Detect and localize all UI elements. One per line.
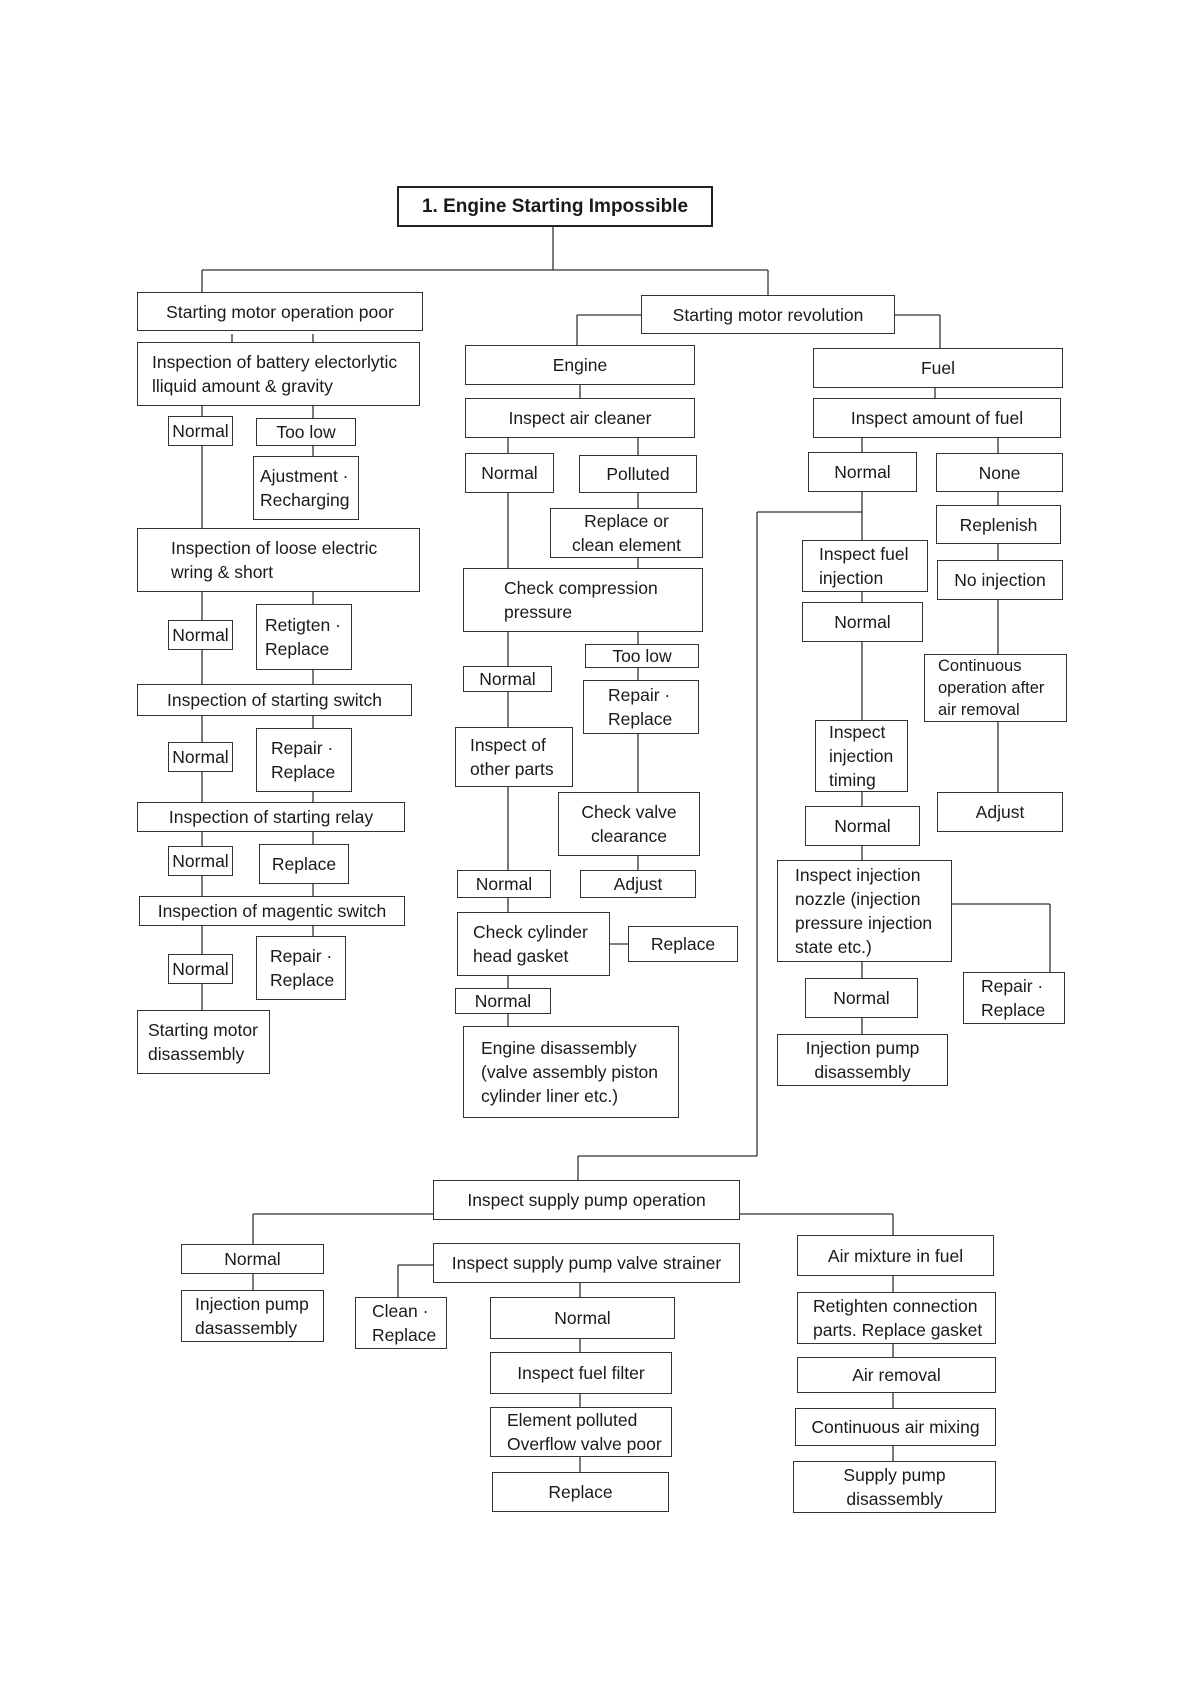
gasket-normal-node: Normal (455, 988, 551, 1014)
injection-normal-node: Normal (802, 602, 923, 642)
other-parts-normal-node: Normal (457, 870, 551, 898)
compression-node: Check compression pressure (463, 568, 703, 632)
engine-node: Engine (465, 345, 695, 385)
fuel-amount-normal-node: Normal (808, 452, 917, 492)
fuel-filter-node: Inspect fuel filter (490, 1352, 672, 1394)
injection-pump-disassembly-node: Injection pump disassembly (777, 1034, 948, 1086)
magnetic-switch-node: Inspection of magentic switch (139, 896, 405, 926)
gasket-replace-node: Replace (628, 926, 738, 962)
filter-replace-node: Replace (492, 1472, 669, 1512)
motor-revolution-node: Starting motor revolution (641, 295, 895, 334)
engine-disassembly-node: Engine disassembly (valve assembly pisto… (463, 1026, 679, 1118)
injection-timing-node: Inspect injection timing (815, 720, 908, 792)
replenish-node: Replenish (936, 505, 1061, 544)
nozzle-normal-node: Normal (805, 978, 918, 1018)
motor-disassembly-node: Starting motor disassembly (137, 1010, 270, 1074)
retighten-connection-node: Retighten connection parts. Replace gask… (797, 1292, 996, 1344)
battery-normal-node: Normal (168, 416, 233, 446)
timing-normal-node: Normal (805, 806, 920, 846)
relay-normal-node: Normal (168, 846, 233, 876)
battery-too-low-node: Too low (256, 418, 356, 446)
valve-adjust-node: Adjust (580, 870, 696, 898)
supply-pump-operation-node: Inspect supply pump operation (433, 1180, 740, 1220)
other-parts-node: Inspect of other parts (455, 727, 573, 787)
nozzle-fix-node: Repair · Replace (963, 972, 1065, 1024)
switch-fix-node: Repair · Replace (256, 728, 352, 792)
supply-injection-pump-disassembly-node: Injection pump dasassembly (181, 1290, 324, 1342)
fuel-node: Fuel (813, 348, 1063, 388)
magnetic-normal-node: Normal (168, 954, 233, 984)
battery-inspection-node: Inspection of battery electorlytic lliqu… (137, 342, 420, 406)
compression-too-low-node: Too low (585, 644, 699, 668)
fuel-injection-node: Inspect fuel injection (802, 540, 928, 592)
switch-normal-node: Normal (168, 742, 233, 772)
chart-title: 1. Engine Starting Impossible (397, 186, 713, 227)
air-fix-node: Replace or clean element (550, 508, 703, 558)
air-mixture-node: Air mixture in fuel (797, 1235, 994, 1276)
compression-normal-node: Normal (463, 666, 552, 692)
starting-switch-node: Inspection of starting switch (137, 684, 412, 716)
filter-state-node: Element polluted Overflow valve poor (490, 1407, 672, 1457)
battery-fix-node: Ajustment · Recharging (253, 456, 359, 520)
fuel-none-node: None (936, 453, 1063, 492)
air-normal-node: Normal (465, 453, 554, 493)
valve-strainer-node: Inspect supply pump valve strainer (433, 1243, 740, 1283)
magnetic-fix-node: Repair · Replace (256, 936, 346, 1000)
air-polluted-node: Polluted (579, 455, 697, 493)
wiring-inspection-node: Inspection of loose electric wring & sho… (137, 528, 420, 592)
continuous-operation-node: Continuous operation after air removal (924, 654, 1067, 722)
motor-operation-poor-node: Starting motor operation poor (137, 292, 423, 331)
cylinder-gasket-node: Check cylinder head gasket (457, 912, 610, 976)
no-injection-node: No injection (937, 560, 1063, 600)
strainer-normal-node: Normal (490, 1297, 675, 1339)
relay-replace-node: Replace (259, 844, 349, 884)
compression-fix-node: Repair · Replace (583, 680, 699, 734)
fuel-adjust-node: Adjust (937, 792, 1063, 832)
wiring-normal-node: Normal (168, 620, 233, 650)
starting-relay-node: Inspection of starting relay (137, 802, 405, 832)
continuous-air-mixing-node: Continuous air mixing (795, 1408, 996, 1446)
air-cleaner-node: Inspect air cleaner (465, 398, 695, 438)
supply-pump-disassembly-node: Supply pump disassembly (793, 1461, 996, 1513)
valve-clearance-node: Check valve clearance (558, 792, 700, 856)
fuel-amount-node: Inspect amount of fuel (813, 398, 1061, 438)
wiring-fix-node: Retigten · Replace (256, 604, 352, 670)
strainer-fix-node: Clean · Replace (355, 1297, 447, 1349)
air-removal-node: Air removal (797, 1357, 996, 1393)
supply-left-normal-node: Normal (181, 1244, 324, 1274)
injection-nozzle-node: Inspect injection nozzle (injection pres… (777, 860, 952, 962)
